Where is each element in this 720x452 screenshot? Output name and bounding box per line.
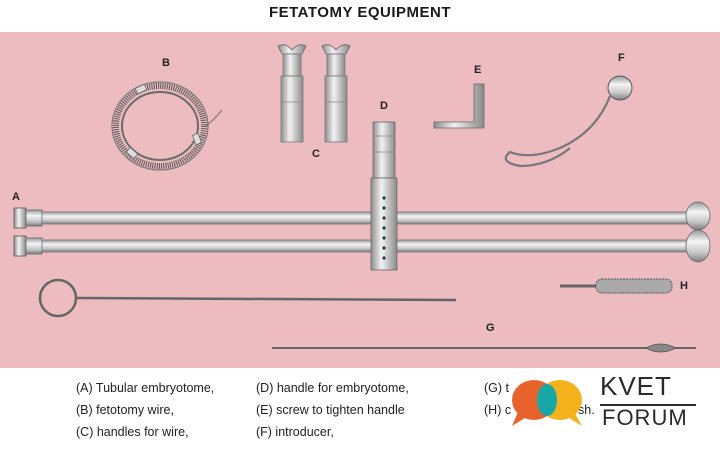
equipment-drawing [13,44,711,353]
legend-e: (E) screw to tighten handle [256,403,405,417]
legend-h: (H) c [484,403,512,417]
watermark-forum: FORUM [602,405,688,430]
label-a: A [12,191,20,203]
embryotome-handle [370,121,398,271]
legend-c: (C) handles for wire, [76,425,189,439]
fetotomy-wire-coil [111,81,223,171]
legend: (A) Tubular embryotome, (B) fetotomy wir… [0,372,720,452]
loop-wire [38,278,457,318]
legend-h-suffix: sh. [578,403,595,417]
legend-b: (B) fetotomy wire, [76,403,174,417]
threader [272,343,696,353]
label-e: E [474,64,482,76]
chat-bubbles-logo-icon [512,380,582,426]
kvet-forum-watermark: KVET FORUM [508,371,720,440]
introducer [504,75,633,168]
label-d: D [380,100,388,112]
legend-a: (A) Tubular embryotome, [76,381,215,395]
legend-f: (F) introducer, [256,425,334,439]
tightening-screw [433,83,485,129]
label-c: C [312,148,320,160]
legend-g: (G) t [484,381,509,395]
label-g: G [486,322,495,334]
watermark-divider [600,404,696,406]
label-f: F [618,52,625,64]
page-title: FETATOMY EQUIPMENT [268,4,452,21]
legend-d: (D) handle for embryotome, [256,381,409,395]
cleaning-brush [560,278,673,294]
wire-handles [277,44,351,143]
equipment-illustration: B C D E F A H G [0,32,720,368]
tubular-embryotome [13,201,711,263]
label-h: H [680,280,688,292]
watermark-kvet: KVET [600,371,672,401]
label-b: B [162,57,170,69]
